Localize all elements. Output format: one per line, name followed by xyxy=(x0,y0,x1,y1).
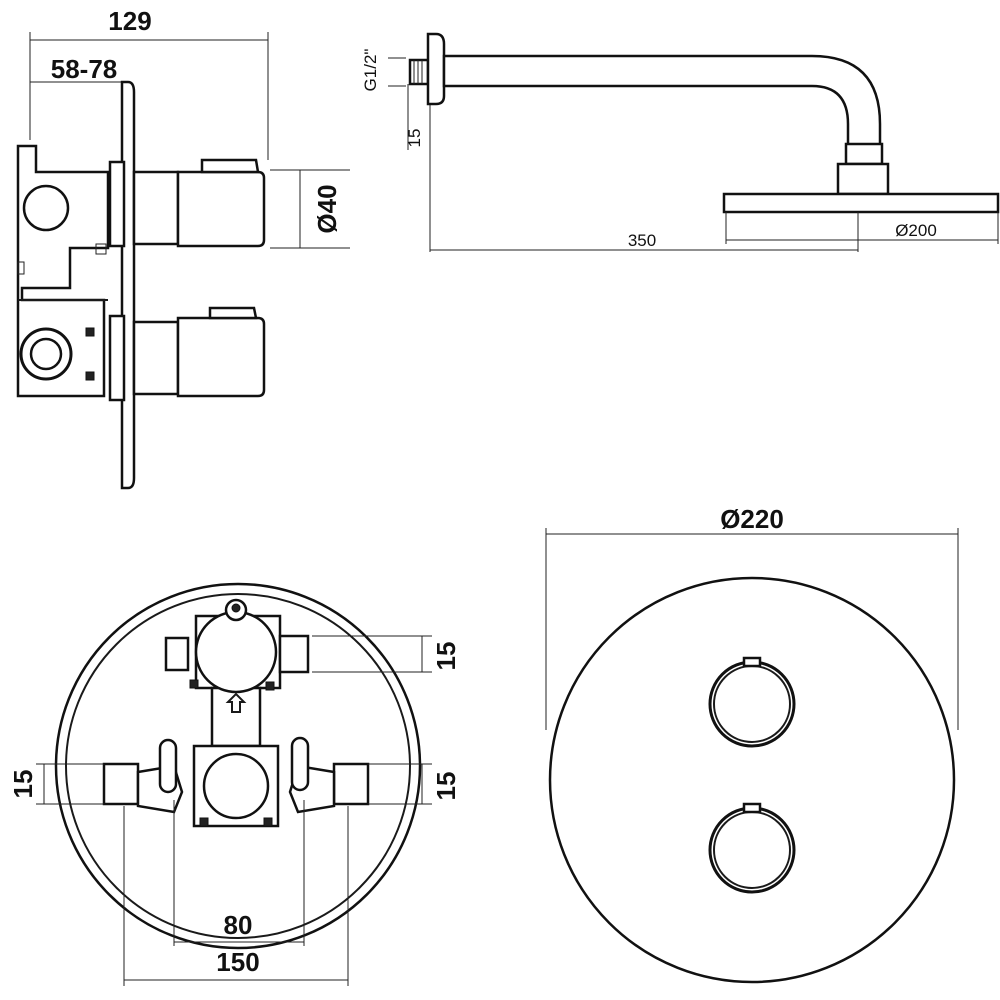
side-wall-depth-label: 58-78 xyxy=(51,54,118,84)
arm-thread-label: G1/2" xyxy=(361,49,380,92)
left-inlet-offset-label: 15 xyxy=(8,770,38,799)
side-depth-label: 129 xyxy=(108,6,151,36)
valve-inner-circle xyxy=(65,593,411,939)
bottom-handle-side xyxy=(132,306,266,398)
arm-flange xyxy=(426,32,446,106)
arm-pipe xyxy=(442,54,882,148)
right-inlet-offset-label: 15 xyxy=(431,772,461,801)
top-outlet-offset-label: 15 xyxy=(431,642,461,671)
inlet-spacing-label: 150 xyxy=(216,947,259,977)
head-diameter-label: Ø200 xyxy=(895,221,937,240)
plate-diameter-label: Ø220 xyxy=(720,504,784,534)
bottom-port xyxy=(29,337,63,371)
valve-front-view: 15 15 15 80 150 xyxy=(8,582,461,986)
top-knob xyxy=(708,656,796,748)
top-handle-side xyxy=(132,158,266,248)
handle-diameter-label: Ø40 xyxy=(312,184,342,233)
cover-plate xyxy=(548,576,956,984)
shower-head xyxy=(722,192,1000,214)
arm-offset-label: 15 xyxy=(405,129,424,148)
shower-arm-view: G1/2" 15 350 Ø200 xyxy=(361,32,1000,252)
arm-length-label: 350 xyxy=(628,231,656,250)
side-view: 129 58-78 Ø40 xyxy=(16,6,350,490)
handle-spacing-label: 80 xyxy=(224,910,253,940)
cover-plate-front-view: Ø220 xyxy=(545,504,959,984)
bottom-knob xyxy=(708,802,796,894)
top-port xyxy=(22,184,70,232)
wall-plate xyxy=(120,80,136,490)
